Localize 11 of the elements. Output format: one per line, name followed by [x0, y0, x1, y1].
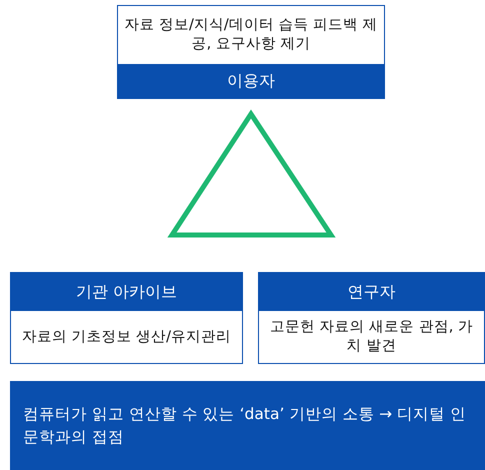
card-description: 고문헌 자료의 새로운 관점, 가치 발견 — [268, 318, 474, 356]
banner-text: 컴퓨터가 읽고 연산할 수 있는 ‘data’ 기반의 소통 → 디지털 인문학과의 접점 — [23, 404, 468, 448]
card-description: 자료 정보/지식/데이터 습득 피드백 제공, 요구사항 제기 — [123, 16, 379, 54]
card-description: 자료의 기초정보 생산/유지관리 — [20, 328, 232, 347]
banner — [10, 381, 485, 470]
info-card — [258, 272, 485, 364]
card-heading: 기관 아카이브 — [11, 273, 242, 311]
info-card — [117, 5, 385, 99]
info-card — [10, 272, 243, 364]
card-heading: 이용자 — [118, 64, 384, 98]
card-heading: 연구자 — [259, 273, 484, 311]
